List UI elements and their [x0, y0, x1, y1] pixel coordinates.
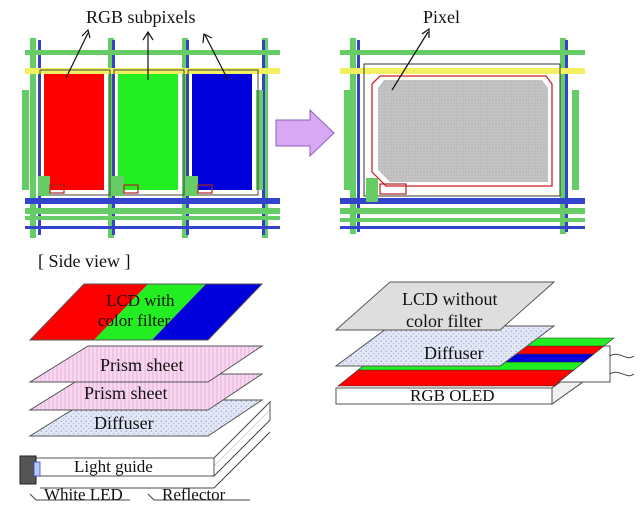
lcd-stack [19, 283, 271, 501]
oled-stack [334, 281, 635, 405]
prism-sheet-2 [28, 373, 264, 411]
diffuser-sheet-right [334, 325, 556, 367]
white-led [19, 455, 37, 485]
lcd-with-filter-line2: color filter [98, 311, 171, 330]
pixel-area [378, 80, 548, 182]
white-led-label: White LED [44, 485, 123, 504]
lcd-with-filter-line1: LCD with [106, 291, 175, 310]
conversion-arrow [275, 108, 335, 158]
rgb-callout-arrows [65, 28, 229, 81]
lcd-without-color-filter [334, 281, 556, 331]
wire-green [182, 38, 188, 238]
diffuser-left-label: Diffuser [94, 413, 154, 433]
lcd-with-color-filter [28, 283, 264, 341]
oled-pixel-layout [340, 38, 585, 234]
rgb-subpixels-label: RGB subpixels [86, 7, 196, 27]
side-view-label: [ Side view ] [38, 251, 131, 271]
wire-green [30, 38, 36, 238]
pixel-label: Pixel [423, 7, 461, 27]
prism-sheet-2-label: Prism sheet [84, 383, 168, 403]
lcd-without-filter-line1: LCD without [402, 289, 498, 309]
green-subpixel [118, 74, 178, 190]
pixel-callout-arrow [391, 27, 430, 91]
red-subpixel [44, 74, 104, 190]
light-guide-label: Light guide [74, 457, 153, 476]
reflector-label: Reflector [162, 485, 226, 504]
lcd-without-filter-line2: color filter [406, 311, 483, 331]
wire-green [108, 38, 114, 238]
prism-sheet-1-label: Prism sheet [100, 355, 184, 375]
blue-subpixel [192, 74, 252, 190]
rgb-subpixel-layout [22, 38, 280, 238]
rgb-oled-label: RGB OLED [410, 386, 495, 405]
diffuser-right-label: Diffuser [424, 343, 484, 363]
prism-sheet-1 [28, 345, 264, 383]
